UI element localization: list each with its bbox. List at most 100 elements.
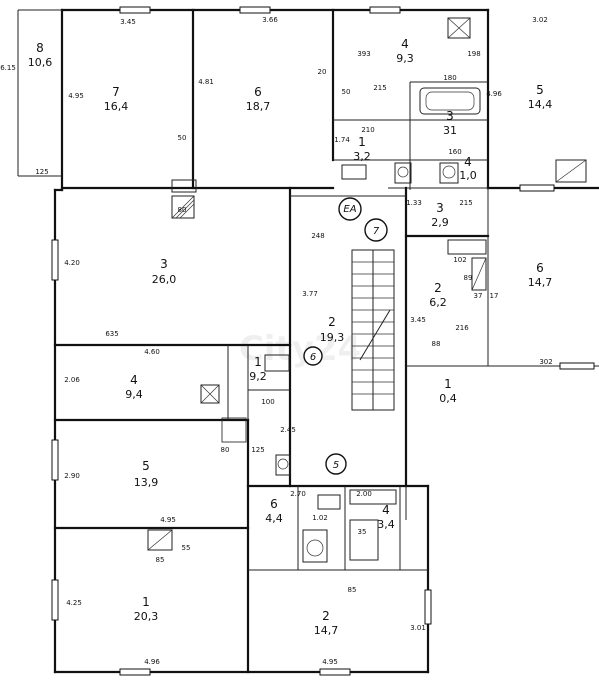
- dimension-label: 302: [539, 358, 552, 366]
- room-area: 16,4: [104, 100, 129, 113]
- dimension-label: 125: [251, 446, 264, 454]
- dimension-label: 635: [105, 330, 118, 338]
- dimension-label: 88: [432, 340, 441, 348]
- circled-marker-5: 5: [333, 460, 339, 471]
- dimension-label: 89: [464, 274, 473, 282]
- dimension-label: 3.01: [410, 624, 426, 632]
- room-number: 2: [322, 609, 330, 623]
- dimension-label: 216: [455, 324, 469, 332]
- dimension-label: 4.96: [144, 658, 160, 666]
- dimension-label: 215: [459, 199, 472, 207]
- room-area: 14,4: [528, 98, 553, 111]
- dimension-label: 160: [448, 148, 461, 156]
- room-area: 9,3: [396, 52, 414, 65]
- circled-marker-7: 7: [373, 226, 380, 237]
- dimension-label: 248: [311, 232, 324, 240]
- room-area: 18,7: [246, 100, 271, 113]
- room-labels: 8 10,6 7 16,4 6 18,7 4 9,3 3 31 1 3,2 4 …: [28, 37, 553, 637]
- dimension-label: 17: [490, 292, 499, 300]
- dimension-label: 198: [467, 50, 480, 58]
- dimension-label: 2.70: [290, 490, 306, 498]
- dimension-label: 1.74: [334, 136, 350, 144]
- room-area: 31: [443, 124, 457, 137]
- room-number: 1: [254, 355, 262, 369]
- dimension-label: 50: [342, 88, 351, 96]
- room-number: 7: [112, 85, 120, 99]
- room-area: 10,6: [28, 56, 53, 69]
- room-number: 5: [536, 83, 544, 97]
- room-number: 6: [270, 497, 278, 511]
- room-area: 1,0: [459, 169, 477, 182]
- dimension-label: 100: [261, 398, 274, 406]
- dimension-label: 3.02: [532, 16, 548, 24]
- dimension-label: 80: [221, 446, 230, 454]
- room-number: 1: [358, 135, 366, 149]
- dimension-label: 1.33: [406, 199, 422, 207]
- watermark: City24: [239, 329, 361, 369]
- room-number: 5: [142, 459, 150, 473]
- room-area: 9,4: [125, 388, 143, 401]
- dimension-label: 55: [182, 544, 191, 552]
- room-area: 0,4: [439, 392, 457, 405]
- dimension-label: 35: [358, 528, 367, 536]
- room-number: 2: [434, 281, 442, 295]
- dimension-label: 2.06: [64, 376, 80, 384]
- dimension-label: 180: [443, 74, 456, 82]
- dimension-label: 2.00: [356, 490, 372, 498]
- interior-walls: [53, 8, 490, 674]
- room-area: 13,9: [134, 476, 159, 489]
- dimension-label: 80: [178, 206, 187, 214]
- dimension-label: 6.15: [0, 64, 16, 72]
- dimension-label: 4.81: [198, 78, 214, 86]
- dimension-label: 2.45: [280, 426, 296, 434]
- room-area: 4,4: [265, 512, 283, 525]
- circled-markers: EA 7 6 5: [303, 197, 388, 475]
- room-number: 6: [536, 261, 544, 275]
- dimension-label: 4.20: [64, 259, 80, 267]
- room-number: 3: [436, 201, 444, 215]
- room-area: 3,2: [353, 150, 371, 163]
- room-number: 4: [401, 37, 409, 51]
- room-number: 3: [446, 109, 454, 123]
- dimension-label: 393: [357, 50, 370, 58]
- room-number: 3: [160, 257, 168, 271]
- windows: [51, 6, 595, 676]
- room-number: 1: [142, 595, 150, 609]
- fixtures: [147, 17, 587, 563]
- room-number: 4: [382, 503, 390, 517]
- dimension-label: 1.02: [312, 514, 328, 522]
- dimension-label: 3.45: [410, 316, 426, 324]
- room-number: 1: [444, 377, 452, 391]
- dimension-label: 3.66: [262, 16, 278, 24]
- dimension-label: 4.96: [486, 90, 502, 98]
- dimension-label: 50: [178, 134, 187, 142]
- dimension-label: 4.60: [144, 348, 160, 356]
- dimension-label: 102: [453, 256, 466, 264]
- room-area: 6,2: [429, 296, 447, 309]
- circled-marker-ea: EA: [343, 204, 356, 215]
- dimension-label: 215: [373, 84, 386, 92]
- dimension-label: 37: [474, 292, 483, 300]
- dimension-label: 85: [156, 556, 165, 564]
- room-number: 4: [464, 155, 472, 169]
- dimension-label: 125: [35, 168, 48, 176]
- room-number: 6: [254, 85, 262, 99]
- dimension-label: 20: [318, 68, 327, 76]
- dimension-label: 4.25: [66, 599, 82, 607]
- room-area: 2,9: [431, 216, 449, 229]
- room-area: 9,2: [249, 370, 267, 383]
- dimension-label: 4.95: [322, 658, 338, 666]
- room-number: 2: [328, 315, 336, 329]
- room-area: 14,7: [314, 624, 339, 637]
- room-area: 26,0: [152, 273, 177, 286]
- dimension-label: 3.77: [302, 290, 318, 298]
- circled-marker-6: 6: [310, 352, 316, 363]
- dimension-label: 4.95: [68, 92, 84, 100]
- room-number: 4: [130, 373, 138, 387]
- dimension-labels: 3.45 3.66 3.02 6.15 125 4.95 4.81 393 20…: [0, 16, 552, 666]
- room-area: 3,4: [377, 518, 395, 531]
- dimension-label: 85: [348, 586, 357, 594]
- room-area: 19,3: [320, 331, 345, 344]
- room-number: 8: [36, 41, 44, 55]
